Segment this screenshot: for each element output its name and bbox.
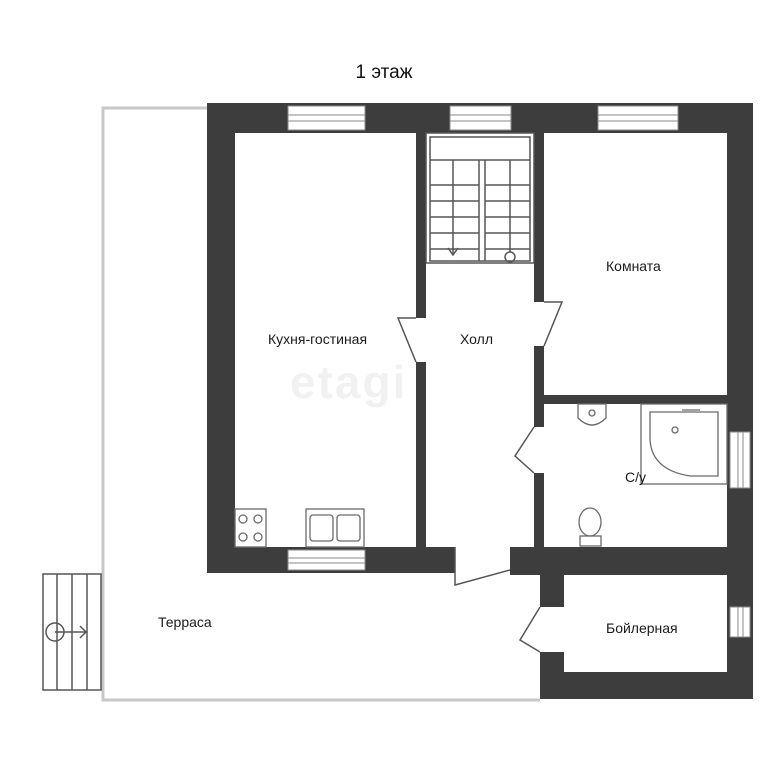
watermark: etagi [290,356,408,408]
bathroom-fixtures [577,403,728,547]
room-label-kitchen: Кухня-гостиная [268,331,368,347]
floor-title: 1 этаж [355,62,413,83]
room-label-hall: Холл [460,331,493,347]
interior-staircase [425,132,535,264]
walls [207,103,753,699]
windows [287,105,751,638]
terrace-outline [101,106,540,702]
terrace-stairs [42,573,102,691]
room-label-room: Комната [606,258,661,274]
doors [396,301,564,653]
room-label-boiler: Бойлерная [606,620,678,636]
room-label-bathroom: С/у [625,469,646,485]
door-gaps [415,302,566,652]
room-label-terrace: Терраса [158,614,212,630]
kitchen-fixtures [234,508,365,548]
